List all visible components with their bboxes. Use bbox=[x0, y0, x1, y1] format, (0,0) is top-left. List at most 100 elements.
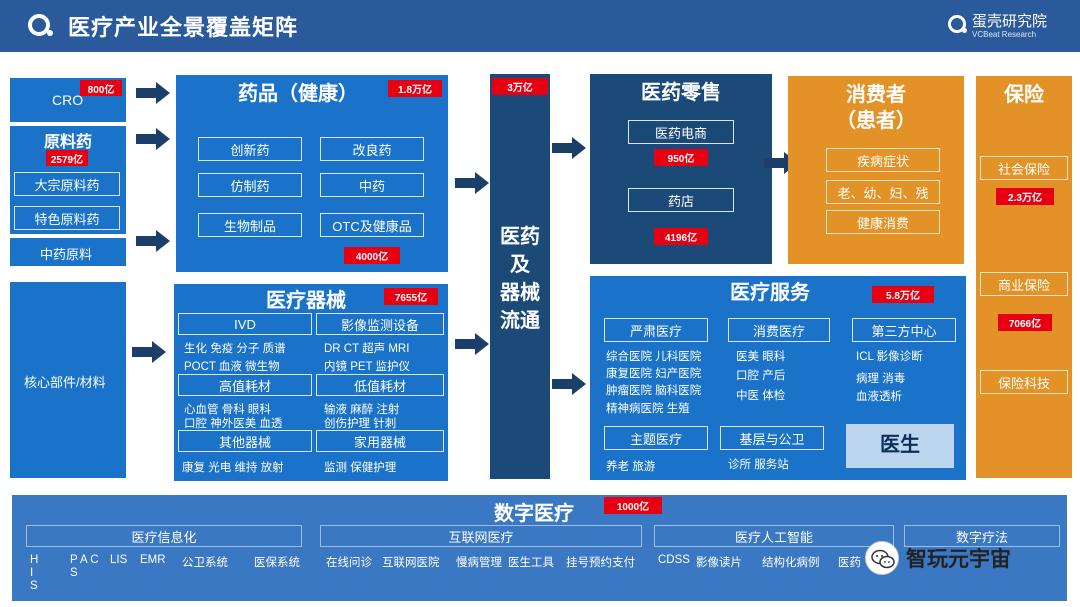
arrow-right-icon bbox=[455, 333, 489, 355]
low-value-consumables-group[interactable]: 低值耗材 bbox=[316, 374, 444, 396]
structured-records-item: 结构化病例 bbox=[762, 557, 820, 569]
circulation-line-2: 及 bbox=[510, 254, 530, 276]
internet-medical-group[interactable]: 互联网医疗 bbox=[320, 525, 642, 547]
arrow-right-icon bbox=[136, 82, 170, 104]
consumer-panel: 消费者 （患者） 疾病症状 老、幼、妇、残 健康消费 bbox=[788, 76, 964, 264]
bulk-raw-drug-item[interactable]: 大宗原料药 bbox=[14, 172, 120, 196]
third-party-center-group[interactable]: 第三方中心 bbox=[852, 318, 956, 342]
social-insurance-badge: 2.3万亿 bbox=[996, 188, 1054, 205]
primary-line-1: 诊所 服务站 bbox=[728, 459, 789, 471]
themed-medical-group[interactable]: 主题医疗 bbox=[604, 426, 708, 450]
drugs-badge: 1.8万亿 bbox=[388, 80, 442, 97]
specialty-raw-drug-item[interactable]: 特色原料药 bbox=[14, 206, 120, 230]
page-title: 医疗产业全景覆盖矩阵 bbox=[68, 15, 299, 40]
circulation-line-4: 流通 bbox=[500, 310, 540, 332]
third-line-2: 病理 消毒 bbox=[856, 373, 906, 385]
insurance-panel: 保险 社会保险 2.3万亿 商业保险 7066亿 保险科技 bbox=[976, 76, 1072, 478]
brand-name: 蛋壳研究院 bbox=[972, 13, 1048, 30]
low-value-line-1: 输液 麻醉 注射 bbox=[324, 404, 400, 416]
tcm-raw-label: 中药原料 bbox=[40, 247, 93, 262]
serious-medical-group[interactable]: 严肃医疗 bbox=[604, 318, 708, 342]
pacs-item: P A C S bbox=[70, 554, 99, 579]
primary-care-group[interactable]: 基层与公卫 bbox=[720, 426, 824, 450]
raw-drug-badge: 2579亿 bbox=[46, 150, 88, 166]
ivd-line-1: 生化 免疫 分子 质谱 bbox=[184, 343, 286, 355]
logo-dot bbox=[47, 30, 53, 36]
home-devices-group[interactable]: 家用器械 bbox=[316, 430, 444, 452]
pharmacy-item[interactable]: 药店 bbox=[628, 188, 734, 212]
demographics-item[interactable]: 老、幼、妇、残 bbox=[826, 180, 940, 204]
imaging-line-1: DR CT 超声 MRI bbox=[324, 343, 410, 355]
consumer-title-2: （患者） bbox=[836, 110, 916, 132]
consumer-med-line-2: 口腔 产后 bbox=[736, 370, 786, 382]
public-health-system-item: 公卫系统 bbox=[182, 557, 228, 569]
biologics-item[interactable]: 生物制品 bbox=[198, 213, 302, 237]
health-consumption-item[interactable]: 健康消费 bbox=[826, 210, 940, 234]
services-title: 医疗服务 bbox=[730, 282, 810, 304]
third-line-1: ICL 影像诊断 bbox=[856, 351, 923, 363]
internet-hospital-item: 互联网医院 bbox=[382, 557, 440, 569]
ecommerce-badge: 950亿 bbox=[654, 149, 708, 166]
booking-payment-item: 挂号预约支付 bbox=[566, 557, 635, 569]
insurtech-item[interactable]: 保险科技 bbox=[980, 370, 1068, 394]
core-parts-label: 核心部件/材料 bbox=[24, 375, 106, 390]
medical-informatization-group[interactable]: 医疗信息化 bbox=[26, 525, 302, 547]
ivd-line-2: POCT 血液 微生物 bbox=[184, 361, 280, 373]
improved-drug-item[interactable]: 改良药 bbox=[320, 137, 424, 161]
header-bar bbox=[0, 0, 1080, 52]
generic-drug-item[interactable]: 仿制药 bbox=[198, 173, 302, 197]
serious-line-1: 综合医院 儿科医院 bbox=[606, 351, 702, 363]
chronic-disease-item: 慢病管理 bbox=[456, 557, 502, 569]
cdss-item: CDSS bbox=[658, 554, 690, 566]
serious-line-4: 精神病医院 生殖 bbox=[606, 403, 690, 415]
tcm-drug-item[interactable]: 中药 bbox=[320, 173, 424, 197]
cro-label: CRO bbox=[52, 92, 84, 108]
ivd-group[interactable]: IVD bbox=[178, 313, 312, 335]
social-insurance-item[interactable]: 社会保险 bbox=[980, 156, 1068, 180]
serious-line-2: 康复医院 妇产医院 bbox=[606, 368, 702, 380]
imaging-reading-item: 影像读片 bbox=[696, 557, 742, 569]
drugs-panel: 药品（健康） 1.8万亿 创新药 改良药 仿制药 中药 生物制品 OTC及健康品… bbox=[176, 75, 448, 272]
pharma-ecommerce-item[interactable]: 医药电商 bbox=[628, 120, 734, 144]
other-devices-line: 康复 光电 维持 放射 bbox=[182, 462, 284, 474]
services-panel: 医疗服务 5.8万亿 严肃医疗 综合医院 儿科医院 康复医院 妇产医院 肿瘤医院… bbox=[590, 276, 966, 480]
consumer-med-line-3: 中医 体检 bbox=[736, 390, 786, 402]
high-value-consumables-group[interactable]: 高值耗材 bbox=[178, 374, 312, 396]
tcm-raw-panel: 中药原料 bbox=[10, 238, 126, 266]
medical-insurance-system-item: 医保系统 bbox=[254, 557, 300, 569]
innovative-drug-item[interactable]: 创新药 bbox=[198, 137, 302, 161]
imaging-group[interactable]: 影像监测设备 bbox=[316, 313, 444, 335]
other-devices-group[interactable]: 其他器械 bbox=[178, 430, 312, 452]
online-consultation-item: 在线问诊 bbox=[326, 557, 372, 569]
doctor-box[interactable]: 医生 bbox=[846, 424, 954, 468]
core-parts-panel: 核心部件/材料 bbox=[10, 282, 126, 478]
symptoms-item[interactable]: 疾病症状 bbox=[826, 148, 940, 172]
consumer-medical-group[interactable]: 消费医疗 bbox=[728, 318, 830, 342]
cro-badge: 800亿 bbox=[80, 80, 122, 96]
drugs-title: 药品（健康） bbox=[238, 83, 358, 105]
high-value-line-2: 口腔 神外医美 血透 bbox=[184, 418, 283, 430]
arrow-right-icon bbox=[136, 230, 170, 252]
otc-health-item[interactable]: OTC及健康品 bbox=[320, 213, 424, 237]
arrow-right-icon bbox=[136, 128, 170, 150]
medical-ai-group[interactable]: 医疗人工智能 bbox=[654, 525, 894, 547]
retail-title: 医药零售 bbox=[641, 82, 721, 104]
commercial-insurance-badge: 7066亿 bbox=[998, 314, 1052, 331]
digital-title: 数字医疗 bbox=[494, 503, 574, 525]
brand-logo-dot bbox=[962, 28, 967, 33]
low-value-line-2: 创伤护理 针刺 bbox=[324, 418, 397, 430]
arrow-right-icon bbox=[132, 341, 166, 363]
serious-line-3: 肿瘤医院 脑科医院 bbox=[606, 385, 702, 397]
devices-panel: 医疗器械 7655亿 IVD 影像监测设备 生化 免疫 分子 质谱 POCT 血… bbox=[174, 284, 448, 481]
brand-subtitle: VCBeat Research bbox=[972, 30, 1037, 39]
commercial-insurance-item[interactable]: 商业保险 bbox=[980, 272, 1068, 296]
watermark-text: 智玩元宇宙 bbox=[906, 548, 1011, 571]
digital-therapy-group[interactable]: 数字疗法 bbox=[904, 525, 1060, 547]
themed-line-1: 养老 旅游 bbox=[606, 461, 656, 473]
devices-title: 医疗器械 bbox=[266, 290, 346, 312]
his-item: H I S bbox=[30, 554, 39, 592]
home-devices-line: 监测 保健护理 bbox=[324, 462, 397, 474]
emr-item: EMR bbox=[140, 554, 166, 566]
consumer-med-line-1: 医美 眼科 bbox=[736, 351, 786, 363]
pharma-ai-item: 医药 bbox=[838, 557, 861, 569]
